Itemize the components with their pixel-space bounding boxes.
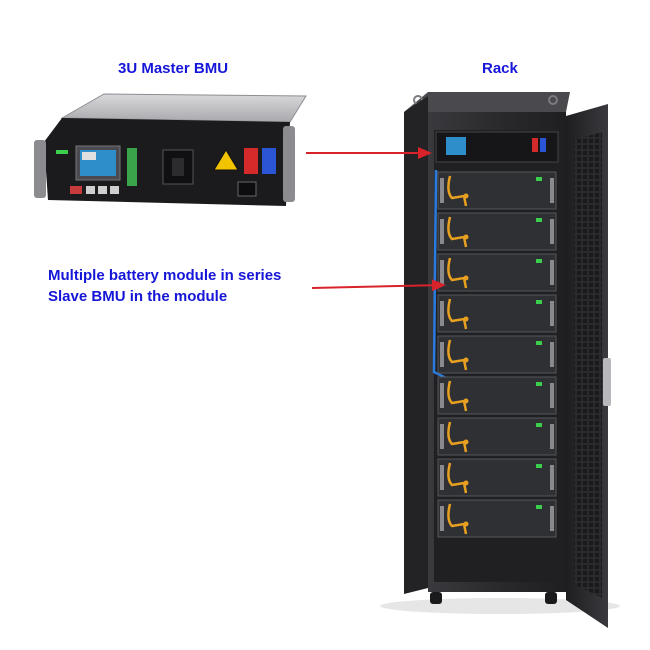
- warning-icon: [213, 149, 239, 171]
- battery-module-caption: Multiple battery module in series Slave …: [48, 265, 281, 307]
- battery-module: [437, 458, 557, 497]
- series-cable: [447, 421, 468, 453]
- right-rack-ear: [283, 126, 295, 202]
- series-cable: [447, 380, 468, 412]
- left-rack-ear: [34, 140, 46, 198]
- series-cable: [447, 175, 468, 207]
- battery-module: [437, 499, 557, 538]
- module-arrow: [311, 279, 446, 292]
- battery-module: [437, 335, 557, 374]
- rack-title: Rack: [482, 60, 518, 77]
- series-cable: [447, 503, 468, 535]
- door-handle: [603, 358, 611, 406]
- master-bmu-title: 3U Master BMU: [118, 60, 229, 77]
- negative-connector: [262, 148, 276, 174]
- series-cable: [447, 339, 468, 371]
- terminal-block: [127, 148, 137, 186]
- battery-rack: [380, 92, 620, 614]
- battery-module-caption-line2: Slave BMU in the module: [48, 288, 228, 305]
- battery-module: [437, 376, 557, 415]
- series-cable: [447, 298, 468, 330]
- series-cable: [447, 257, 468, 289]
- master-bmu-device: [34, 93, 307, 206]
- battery-module: [437, 294, 557, 333]
- battery-module: [437, 171, 557, 210]
- battery-module: [437, 212, 557, 251]
- battery-module: [437, 253, 557, 292]
- battery-module: [437, 417, 557, 456]
- rack-door: [566, 104, 611, 628]
- positive-connector: [244, 148, 258, 174]
- series-cable: [447, 462, 468, 494]
- series-cable: [447, 216, 468, 248]
- battery-module-caption-line1: Multiple battery module in series: [48, 267, 282, 284]
